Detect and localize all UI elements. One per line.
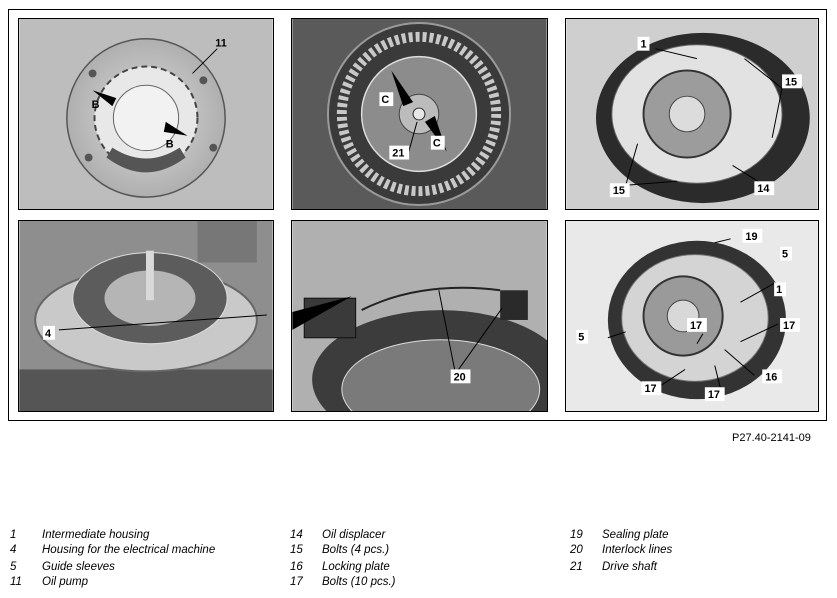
photo-oil-displacer: 1 15 15 14 <box>565 18 819 210</box>
legend-number: 17 <box>290 576 303 588</box>
callout-4: 4 <box>45 328 51 340</box>
callout-15: 15 <box>613 185 625 197</box>
legend-number: 16 <box>290 561 303 573</box>
photo-oil-pump: 11 B B <box>18 18 274 210</box>
legend-number: 21 <box>570 561 583 573</box>
legend-text: Drive shaft <box>602 561 657 573</box>
callout-17: 17 <box>783 320 795 332</box>
legend-number: 14 <box>290 529 303 541</box>
legend-number: 5 <box>10 561 17 573</box>
callout-17: 17 <box>645 383 657 395</box>
callout-17: 17 <box>708 389 720 401</box>
legend-number: 20 <box>570 544 583 556</box>
legend-number: 1 <box>10 529 17 541</box>
legend-text: Sealing plate <box>602 529 669 541</box>
callout-b: B <box>92 99 100 111</box>
photo-housing-electrical-machine: 4 <box>18 220 274 412</box>
legend-text: Bolts (10 pcs.) <box>322 576 396 588</box>
callout-11: 11 <box>215 38 227 50</box>
legend-text: Locking plate <box>322 561 390 573</box>
callout-1: 1 <box>776 284 782 296</box>
figure-id: P27.40-2141-09 <box>732 432 811 444</box>
callout-15: 15 <box>785 76 797 88</box>
legend-text: Intermediate housing <box>42 529 150 541</box>
callout-14: 14 <box>757 183 769 195</box>
callout-16: 16 <box>765 371 777 383</box>
legend-text: Bolts (4 pcs.) <box>322 544 390 556</box>
photo-sealing-plate: 19 5 1 5 17 17 16 17 17 <box>565 220 819 412</box>
callout-c: C <box>433 138 441 150</box>
legend-number: 4 <box>10 544 17 556</box>
legend-text: Oil pump <box>42 576 89 588</box>
legend-text: Guide sleeves <box>42 561 115 573</box>
callout-20: 20 <box>454 371 466 383</box>
callout-c: C <box>381 94 389 106</box>
legend-number: 11 <box>10 576 22 588</box>
photo-drive-shaft: C C 21 <box>291 18 548 210</box>
legend-text: Interlock lines <box>602 544 673 556</box>
legend-number: 15 <box>290 544 303 556</box>
callout-5: 5 <box>578 332 584 344</box>
legend-text: Oil displacer <box>322 529 386 541</box>
callout-5: 5 <box>782 249 788 261</box>
callout-19: 19 <box>745 231 757 243</box>
legend-text: Housing for the electrical machine <box>42 544 216 556</box>
legend-number: 19 <box>570 529 583 541</box>
photo-interlock-lines: 20 <box>291 220 548 412</box>
callout-b: B <box>166 139 174 151</box>
callout-1: 1 <box>641 39 647 51</box>
callout-21: 21 <box>392 148 404 160</box>
callout-17: 17 <box>690 320 702 332</box>
